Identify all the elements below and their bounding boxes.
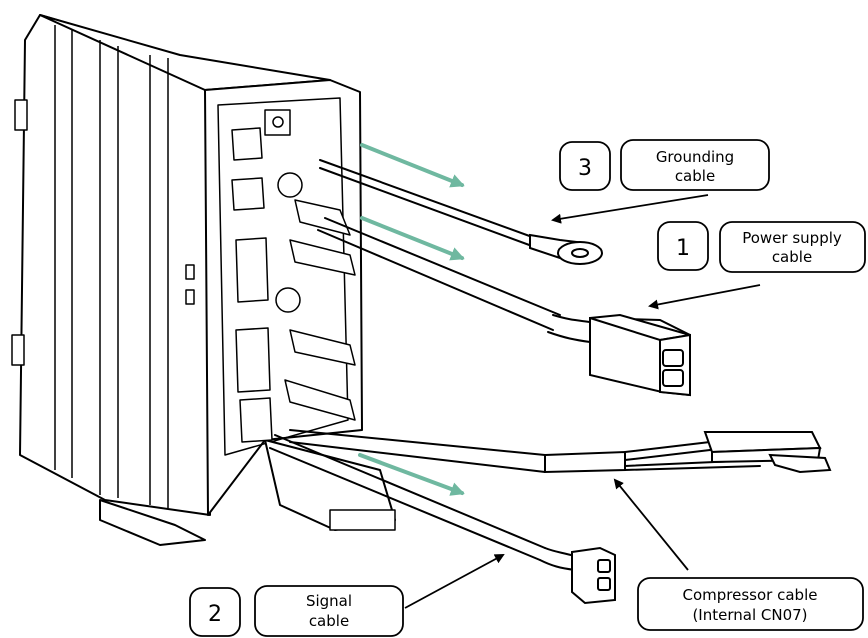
power-supply-connector (589, 313, 691, 397)
pointer-grounding (551, 194, 709, 224)
flow-arrow-grounding (360, 143, 465, 188)
label-power-line1: Power supply (742, 229, 842, 247)
label-grounding-number: 3 (578, 156, 592, 181)
ring-terminal (529, 233, 603, 265)
pointer-arrows (404, 194, 761, 609)
flow-arrow-signal (358, 453, 465, 496)
grounding-cable (319, 159, 536, 247)
compressor-connector (703, 431, 832, 474)
label-signal-line2: cable (309, 612, 349, 630)
label-compressor-line2: (Internal CN07) (692, 606, 807, 624)
power-supply-cable (317, 217, 591, 343)
signal-connector (571, 546, 616, 605)
compressor-cable (289, 429, 761, 474)
control-unit-housing (11, 14, 396, 546)
label-grounding: 3 Grounding cable (559, 139, 770, 191)
label-power-supply: 1 Power supply cable (657, 221, 866, 273)
label-power-number: 1 (676, 236, 690, 261)
pointer-power (648, 284, 761, 310)
flow-arrows (358, 143, 465, 496)
label-signal-line1: Signal (306, 592, 352, 610)
label-signal: 2 Signal cable (189, 585, 404, 637)
flow-arrow-power (360, 216, 465, 261)
label-compressor-line1: Compressor cable (683, 586, 818, 604)
label-grounding-line2: cable (675, 167, 715, 185)
pointer-compressor (613, 478, 689, 571)
pointer-signal (404, 554, 505, 609)
signal-cable (269, 434, 576, 571)
label-grounding-line1: Grounding (656, 148, 734, 166)
label-compressor: Compressor cable (Internal CN07) (637, 577, 864, 631)
label-power-line2: cable (772, 248, 812, 266)
label-signal-number: 2 (208, 602, 222, 627)
